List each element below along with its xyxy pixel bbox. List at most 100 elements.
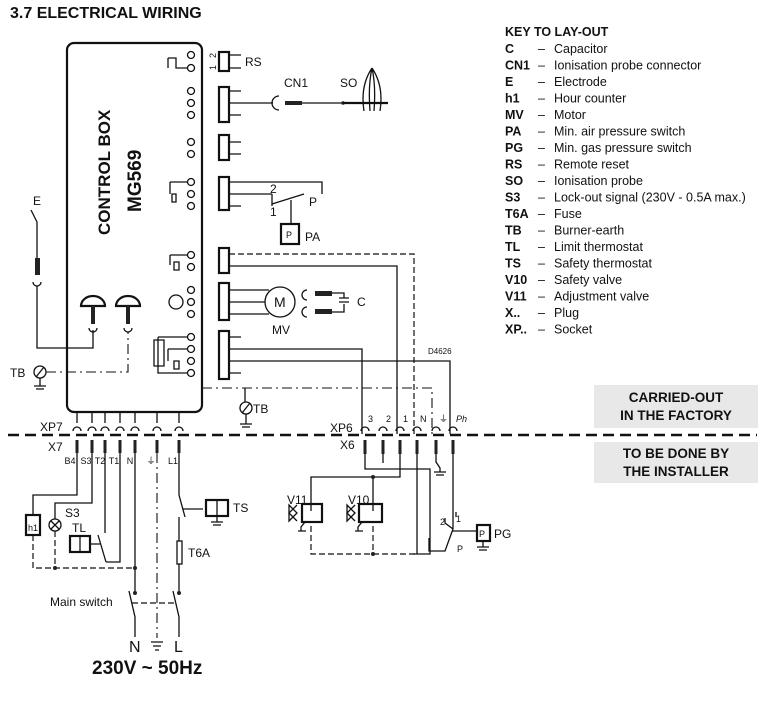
legend-description: Hour counter bbox=[554, 92, 626, 106]
flame-icon bbox=[362, 67, 382, 112]
control-box-label: CONTROL BOX bbox=[95, 109, 114, 235]
legend-code: PA bbox=[505, 125, 521, 139]
svg-text:M: M bbox=[274, 294, 286, 310]
legend-description: Plug bbox=[554, 306, 579, 320]
svg-text:2: 2 bbox=[270, 182, 277, 196]
legend-code: RS bbox=[505, 158, 522, 172]
legend-description: Fuse bbox=[554, 207, 582, 221]
legend-item: RS–Remote reset bbox=[505, 158, 630, 172]
legend-item: TS –Safety thermostat bbox=[505, 257, 652, 271]
svg-text:2: 2 bbox=[208, 53, 218, 58]
legend-dash: – bbox=[538, 42, 545, 56]
svg-text:P: P bbox=[479, 529, 485, 539]
legend-item: SO–Ionisation probe bbox=[505, 174, 643, 188]
legend-item: V11–Adjustment valve bbox=[505, 290, 649, 304]
svg-text:TB: TB bbox=[253, 402, 268, 416]
legend-code: TS bbox=[505, 257, 521, 271]
legend-dash: – bbox=[538, 306, 545, 320]
legend-item: X.. –Plug bbox=[505, 306, 579, 320]
connector-pa: P 2 1 P PA bbox=[217, 175, 323, 246]
legend-item: PA–Min. air pressure switch bbox=[505, 125, 685, 139]
svg-text:P: P bbox=[286, 230, 292, 240]
legend-code: h1 bbox=[505, 92, 520, 106]
legend-item: MV–Motor bbox=[505, 108, 586, 122]
connector-motor: M MV C bbox=[217, 281, 366, 337]
svg-text:P: P bbox=[309, 195, 317, 209]
legend-code: SO bbox=[505, 174, 523, 188]
svg-text:XP7: XP7 bbox=[40, 420, 63, 434]
legend-code: XP.. bbox=[505, 323, 527, 337]
legend-code: TB bbox=[505, 224, 522, 238]
factory-note-box bbox=[594, 385, 758, 428]
control-box-model: MG569 bbox=[125, 150, 146, 212]
svg-text:T2: T2 bbox=[95, 456, 106, 466]
legend-dash: – bbox=[538, 207, 545, 221]
legend-item: XP..–Socket bbox=[505, 323, 593, 337]
supply-rating: 230V ~ 50Hz bbox=[92, 658, 202, 679]
svg-text:X7: X7 bbox=[48, 440, 63, 454]
legend-dash: – bbox=[538, 158, 545, 172]
legend-item: PG –Min. gas pressure switch bbox=[505, 141, 692, 155]
legend-description: Min. air pressure switch bbox=[554, 125, 685, 139]
legend-description: Lock-out signal (230V - 0.5A max.) bbox=[554, 191, 746, 205]
valve-v11-icon bbox=[300, 502, 324, 524]
legend-code: X.. bbox=[505, 306, 520, 320]
svg-text:1: 1 bbox=[456, 514, 461, 524]
legend-dash: – bbox=[538, 92, 545, 106]
legend: KEY TO LAY-OUT C–CapacitorCN1–Ionisation… bbox=[505, 25, 746, 337]
svg-text:T6A: T6A bbox=[188, 546, 210, 560]
c-label: C bbox=[357, 295, 366, 309]
installer-note-line1: TO BE DONE BY bbox=[623, 446, 729, 461]
pa-label: PA bbox=[305, 230, 320, 244]
svg-text:TB: TB bbox=[10, 366, 25, 380]
factory-note-line2: IN THE FACTORY bbox=[620, 408, 732, 423]
legend-item: C –Capacitor bbox=[505, 42, 608, 56]
rs-label: RS bbox=[245, 55, 262, 69]
connector-rs: 1 2 RS bbox=[208, 50, 262, 73]
legend-dash: – bbox=[538, 108, 545, 122]
legend-description: Safety valve bbox=[554, 273, 622, 287]
legend-dash: – bbox=[538, 191, 545, 205]
legend-description: Ionisation probe connector bbox=[554, 59, 701, 73]
factory-note-line1: CARRIED-OUT bbox=[629, 390, 724, 405]
legend-description: Safety thermostat bbox=[554, 257, 652, 271]
legend-dash: – bbox=[538, 290, 545, 304]
svg-text:T1: T1 bbox=[109, 456, 120, 466]
legend-item: h1 –Hour counter bbox=[505, 92, 626, 106]
legend-description: Electrode bbox=[554, 75, 607, 89]
legend-item: V10–Safety valve bbox=[505, 273, 622, 287]
legend-code: E bbox=[505, 75, 513, 89]
legend-code: V10 bbox=[505, 273, 527, 287]
installer-note-box bbox=[594, 442, 758, 483]
svg-text:V11: V11 bbox=[287, 493, 308, 507]
legend-code: TL bbox=[505, 240, 521, 254]
legend-item: TL–Limit thermostat bbox=[505, 240, 643, 254]
svg-text:2: 2 bbox=[440, 517, 445, 527]
so-label: SO bbox=[340, 76, 357, 90]
svg-text:L1: L1 bbox=[168, 456, 178, 466]
legend-description: Min. gas pressure switch bbox=[554, 141, 692, 155]
legend-dash: – bbox=[538, 257, 545, 271]
svg-text:N: N bbox=[127, 456, 134, 466]
legend-item: TB–Burner-earth bbox=[505, 224, 624, 238]
svg-text:⏚: ⏚ bbox=[439, 414, 448, 424]
svg-text:1: 1 bbox=[403, 414, 408, 424]
svg-text:1: 1 bbox=[208, 65, 218, 70]
legend-description: Motor bbox=[554, 108, 586, 122]
legend-description: Capacitor bbox=[554, 42, 608, 56]
legend-item: S3 –Lock-out signal (230V - 0.5A max.) bbox=[505, 191, 746, 205]
legend-code: PG bbox=[505, 141, 523, 155]
legend-description: Adjustment valve bbox=[554, 290, 649, 304]
legend-dash: – bbox=[538, 224, 545, 238]
connector-4pin: D4626 bbox=[217, 329, 452, 434]
legend-code: MV bbox=[505, 108, 524, 122]
installer-note-line2: THE INSTALLER bbox=[623, 464, 729, 479]
legend-dash: – bbox=[538, 141, 545, 155]
legend-code: S3 bbox=[505, 191, 520, 205]
legend-code: T6A bbox=[505, 207, 529, 221]
legend-code: C bbox=[505, 42, 514, 56]
legend-item: CN1–Ionisation probe connector bbox=[505, 59, 701, 73]
legend-dash: – bbox=[538, 59, 545, 73]
